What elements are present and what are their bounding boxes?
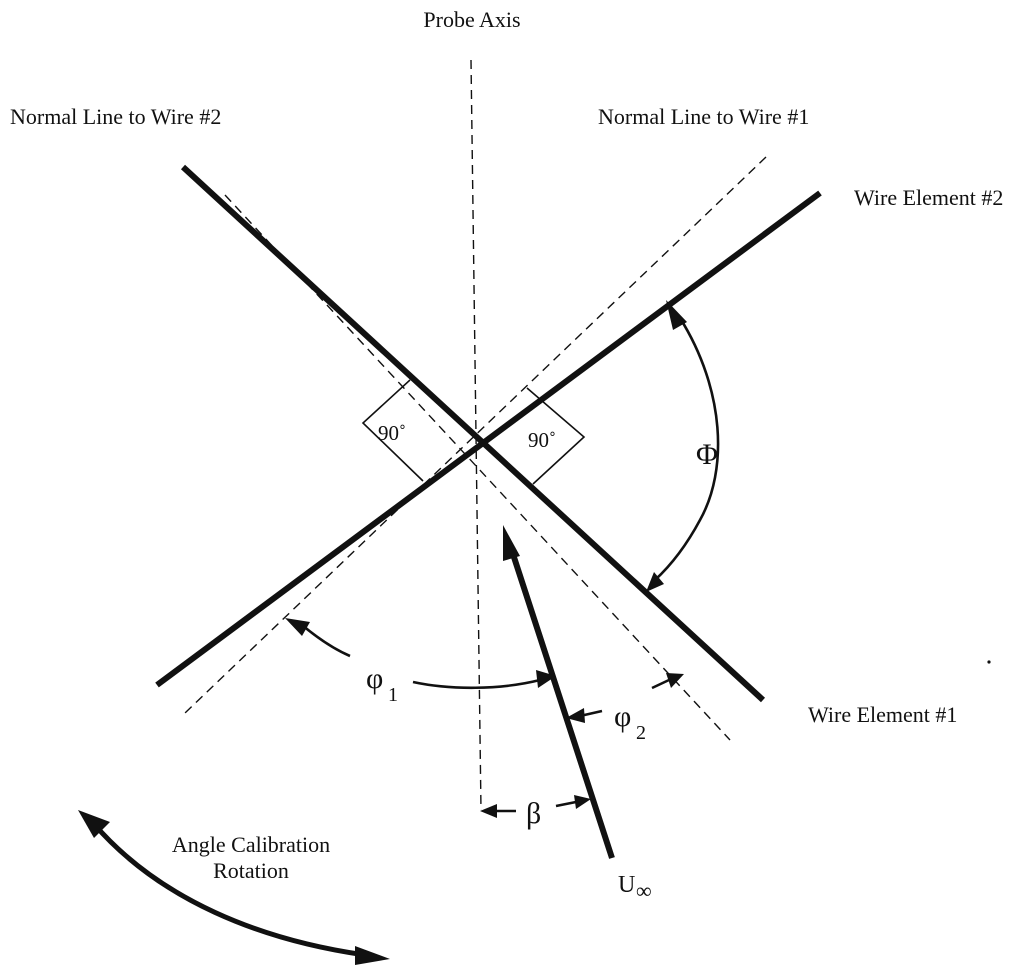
wire-element-1-label: Wire Element #1 (808, 702, 957, 727)
beta-arrow-right-shaft (555, 800, 577, 808)
wire-element-2-line (155, 190, 822, 688)
phi-1-label: φ (366, 662, 383, 695)
velocity-arrowhead-icon (503, 525, 520, 561)
calibration-arrowhead-bottom-icon (355, 946, 390, 965)
phi-1-arrowhead-left-icon (285, 618, 310, 636)
beta-label: β (526, 797, 541, 830)
calibration-label-line1: Angle Calibration (172, 832, 330, 857)
phi-arrowhead-bottom-icon (646, 572, 664, 592)
phi-arc (654, 317, 720, 581)
right-angle-left-label: 90˚ (378, 421, 406, 445)
phi-total-label: Φ (696, 438, 718, 471)
probe-axis-label: Probe Axis (423, 7, 520, 32)
phi-1-arc (301, 624, 351, 658)
right-angle-box-right (526, 387, 586, 485)
normal-line-wire-2-label: Normal Line to Wire #2 (10, 104, 221, 129)
phi-2-arrowhead-right-icon (666, 673, 684, 688)
phi-2-subscript: 2 (636, 722, 646, 744)
phi-2-arrow-right-shaft (651, 678, 670, 690)
beta-arrowhead-right-icon (574, 795, 591, 809)
phi-1-arrowhead-right-icon (536, 670, 556, 688)
right-angle-box-left (361, 379, 424, 482)
wire-element-2-label: Wire Element #2 (854, 185, 1003, 210)
wire-element-1-line (180, 164, 766, 703)
phi-2-arrowhead-left-icon (566, 708, 585, 723)
calibration-arrowhead-top-icon (78, 810, 110, 838)
right-angle-right-label: 90˚ (528, 428, 556, 452)
stray-dot (987, 660, 991, 664)
u-infinity-subscript: ∞ (636, 878, 652, 903)
phi-1-arc-lower (412, 678, 541, 690)
velocity-vector-line (508, 547, 615, 859)
calibration-label-line2: Rotation (213, 858, 289, 883)
normal-line-wire-1-label: Normal Line to Wire #1 (598, 104, 809, 129)
phi-1-subscript: 1 (388, 684, 398, 706)
beta-arrowhead-left-icon (480, 804, 497, 818)
phi-arrowhead-top-icon (666, 300, 687, 330)
calibration-rotation-arc (92, 822, 366, 958)
u-infinity-label: U (618, 872, 635, 898)
phi-2-label: φ (614, 700, 631, 733)
